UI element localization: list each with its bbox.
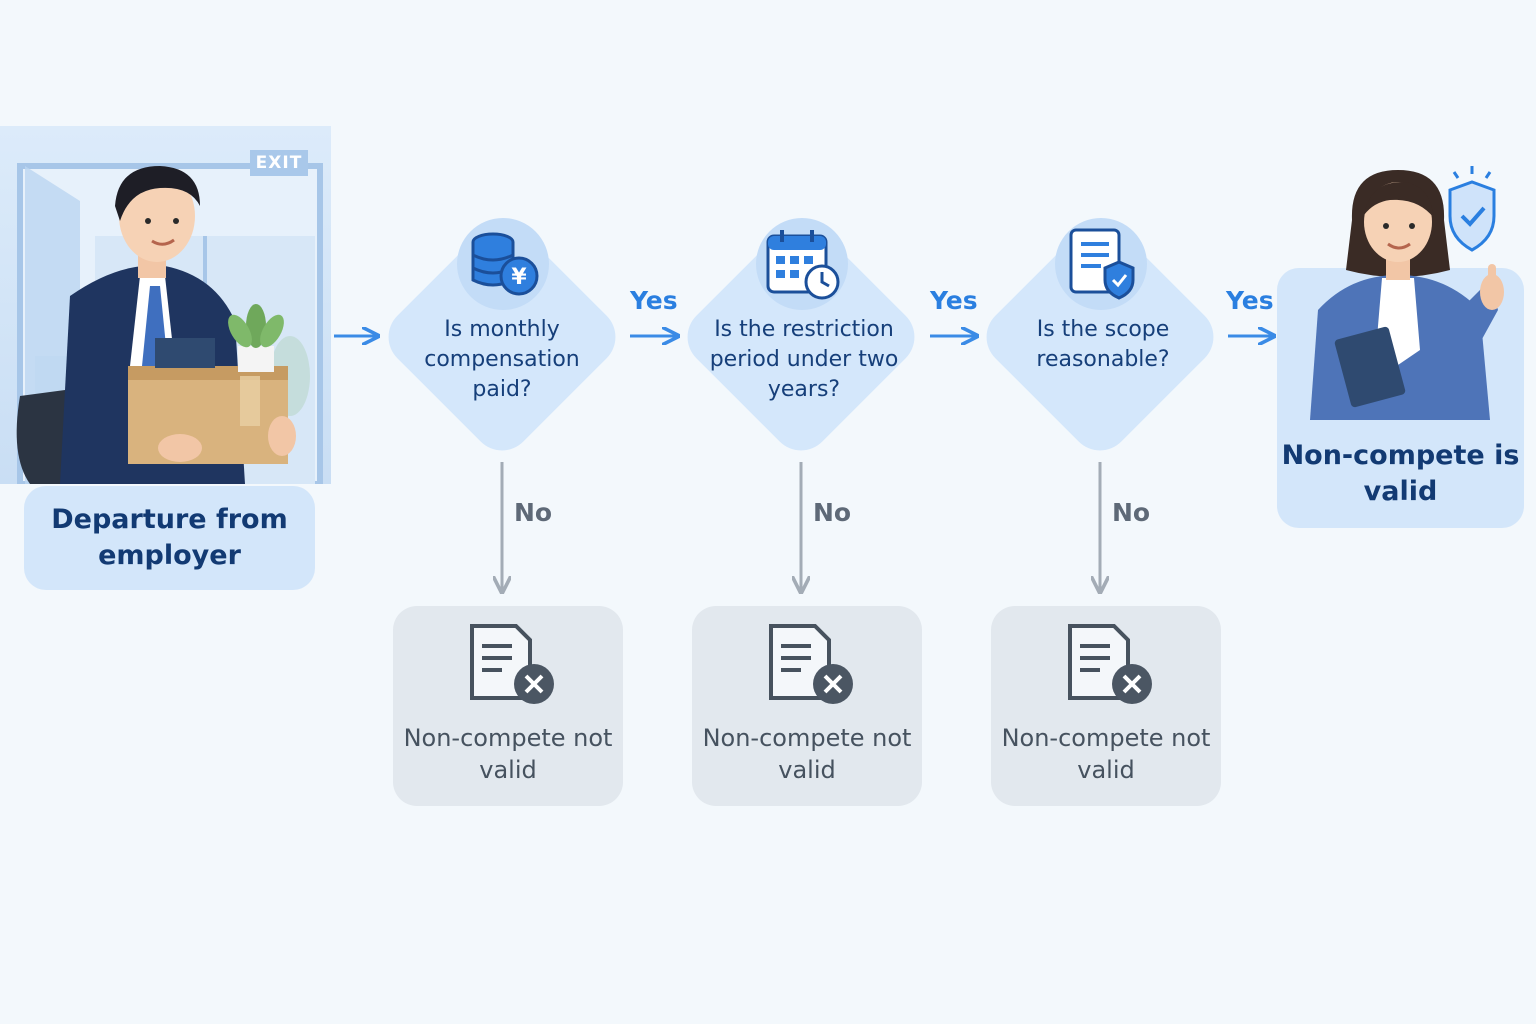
document-x-icon	[765, 622, 857, 708]
coins-yen-icon: ¥	[471, 232, 539, 296]
yes-label-2: Yes	[930, 286, 978, 315]
yes-label-3: Yes	[1226, 286, 1274, 315]
decision-icon-circle-2	[756, 218, 848, 310]
calendar-clock-icon	[766, 230, 840, 300]
decision-question-1: Is monthly compensation paid?	[424, 317, 580, 402]
woman-thumbs-up-illustration	[1290, 160, 1524, 424]
outcome-invalid-text-1: Non-compete not valid	[403, 724, 613, 784]
outcome-invalid-text-3: Non-compete not valid	[1001, 724, 1211, 784]
exit-sign: EXIT	[250, 150, 308, 176]
document-shield-icon	[1069, 228, 1135, 300]
document-x-icon	[1064, 622, 1156, 708]
decision-icon-circle-3	[1055, 218, 1147, 310]
decision-icon-circle-1: ¥	[457, 218, 549, 310]
no-label-1: No	[514, 498, 553, 527]
departure-illustration	[0, 126, 331, 484]
start-node-label: Departure from employer	[24, 486, 315, 590]
document-x-icon	[466, 622, 558, 708]
no-label-2: No	[813, 498, 852, 527]
yes-label-1: Yes	[630, 286, 678, 315]
valid-outcome-label: Non-compete is valid	[1277, 420, 1524, 528]
outcome-invalid-text-2: Non-compete not valid	[702, 724, 912, 784]
decision-question-2: Is the restriction period under two year…	[709, 317, 899, 402]
svg-text:¥: ¥	[511, 265, 527, 290]
decision-question-3: Is the scope reasonable?	[1036, 317, 1170, 372]
no-label-3: No	[1112, 498, 1151, 527]
